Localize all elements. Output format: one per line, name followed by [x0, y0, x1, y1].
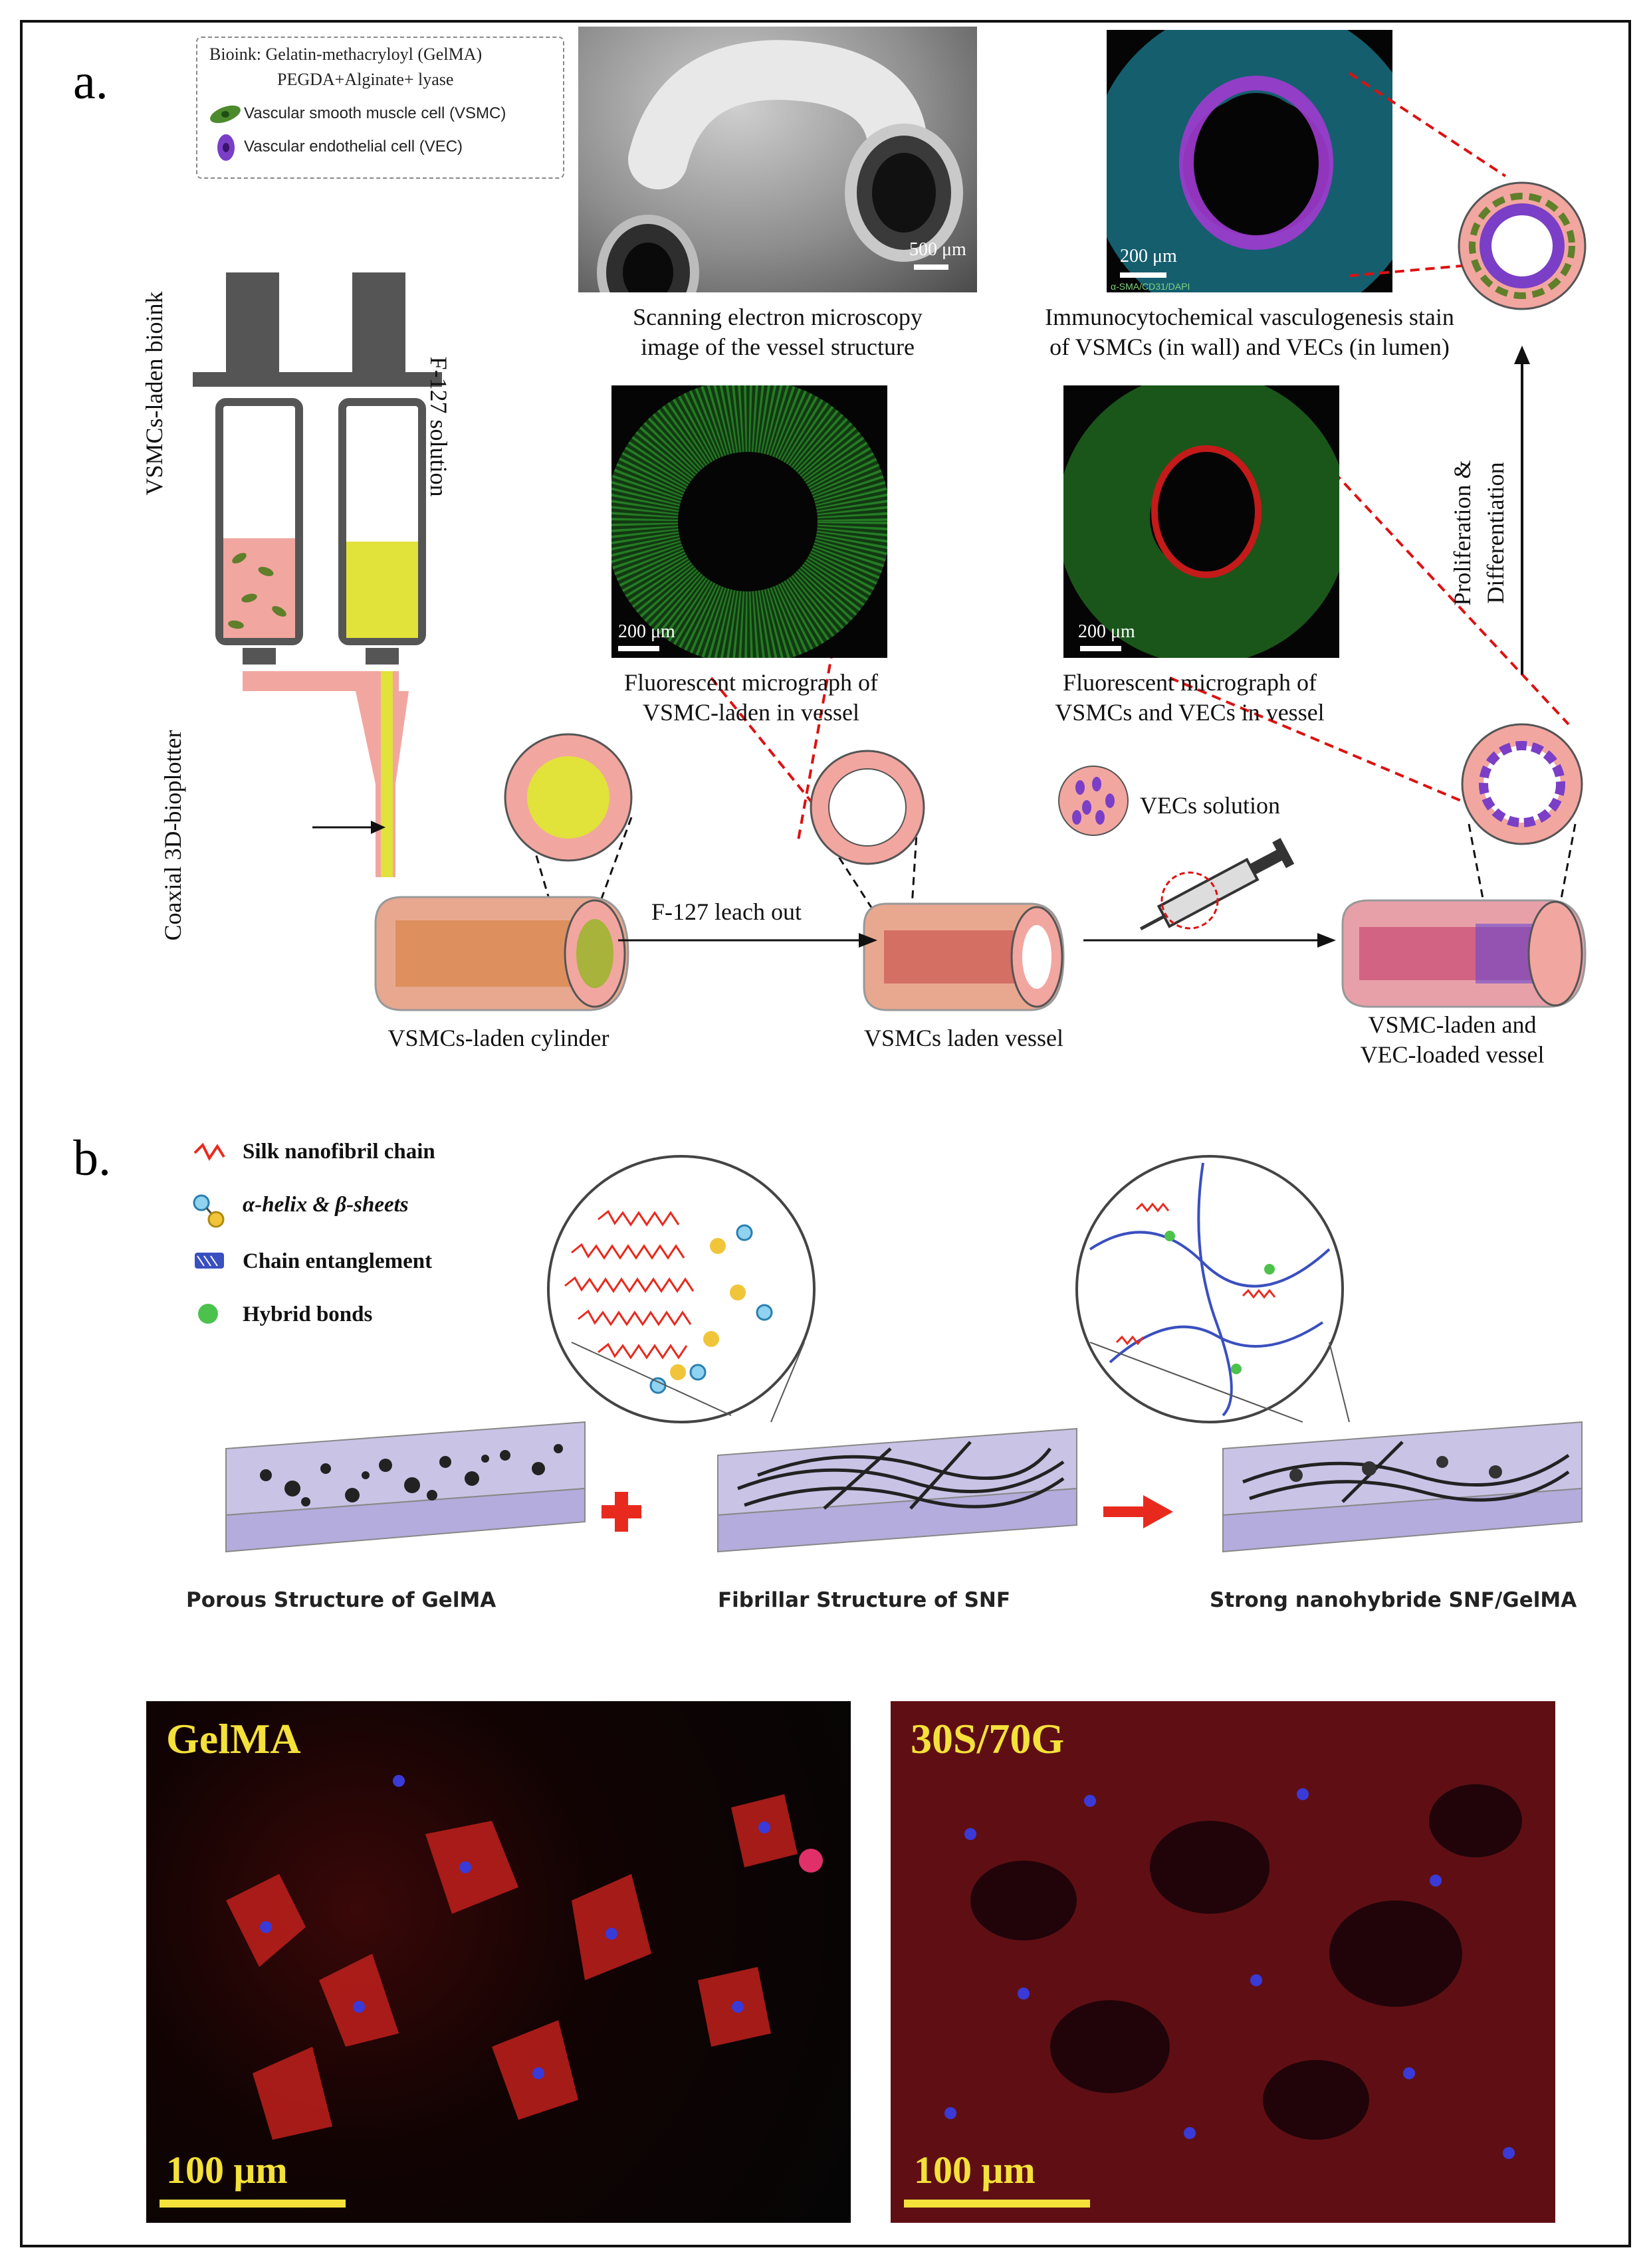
snf-chain-icon: [193, 1142, 225, 1161]
panel-b-legend-icons: [193, 1142, 225, 1324]
injection-syringe-icon: [1139, 838, 1295, 931]
gelma-slab: [225, 1421, 586, 1553]
entanglement-icon: [195, 1253, 224, 1269]
final-cross-section-top: [1458, 181, 1587, 310]
coaxial-syringes: [193, 272, 442, 877]
sem-scale-text: 500 μm: [909, 239, 966, 260]
figure-frame: [20, 20, 1631, 2247]
fluor2-scale-text: 200 μm: [1078, 621, 1135, 642]
fluor-vsmc-ring: [611, 385, 887, 658]
vecs-solution-label: VECs solution: [1140, 792, 1281, 819]
inject-arrow: [1083, 933, 1336, 948]
vec-cell-icon: [217, 134, 235, 161]
gelma-image-label: GelMA: [166, 1715, 301, 1762]
fluor-vsmc-vec-ring: [1063, 385, 1339, 658]
gelma-caption: Porous Structure of GelMA: [186, 1588, 496, 1612]
sem-scalebar: [914, 264, 948, 270]
arrow-right-icon: [1103, 1495, 1173, 1528]
vessel-cross-section: [810, 750, 925, 865]
hybrid-zoom-circle: [1075, 1155, 1344, 1423]
sem-caption-1: Scanning electron microscopy: [633, 304, 923, 330]
vsmc-vessel: [863, 902, 1065, 1011]
fluor1-caption-1: Fluorescent micrograph of: [624, 669, 878, 696]
legend-vec: Vascular endothelial cell (VEC): [244, 138, 463, 155]
gelma-scale-text: 100 μm: [166, 2148, 288, 2192]
fluor2-caption-2: VSMCs and VECs in vessel: [1055, 699, 1325, 726]
fluor2-caption-1: Fluorescent micrograph of: [1063, 669, 1317, 696]
final-label-1: VSMC-laden and: [1368, 1011, 1537, 1038]
plus-icon: [602, 1492, 641, 1532]
fluor1-scalebar: [618, 646, 659, 651]
final-label-2: VEC-loaded vessel: [1360, 1041, 1545, 1068]
fluor2-scalebar: [1080, 646, 1121, 651]
immuno-scalebar: [1120, 272, 1166, 278]
proliferation-arrow: [1514, 346, 1530, 674]
legend-bioink-line2: PEGDA+Alginate+ lyase: [277, 70, 454, 89]
immuno-scale-text: 200 μm: [1120, 246, 1177, 266]
sem-image: 500 μm: [578, 27, 977, 292]
fluor-vsmc-image: 200 μm: [611, 385, 887, 658]
helix-sheet-icon: [193, 1194, 225, 1228]
hybrid-scalebar: [904, 2200, 1090, 2208]
gelma-fluorescence-image: GelMA 100 μm: [146, 1701, 851, 2223]
gelma-scalebar: [160, 2200, 346, 2208]
vessel-label: VSMCs laden vessel: [864, 1025, 1063, 1051]
vecs-solution-drop: [1058, 766, 1129, 836]
hybrid-bond-icon: [198, 1304, 218, 1324]
fluor-vsmc-vec-image: 200 μm: [1063, 385, 1339, 658]
sem-caption-2: image of the vessel structure: [641, 334, 915, 360]
immuno-image: 200 μm α-SMA/CD31/DAPI: [1107, 30, 1392, 292]
syringe-plungers: [193, 272, 442, 387]
legend-vsmc: Vascular smooth muscle cell (VSMC): [244, 104, 506, 122]
immuno-ring: [1107, 30, 1392, 292]
fluor1-scale-text: 200 μm: [618, 621, 675, 642]
immuno-caption-2: of VSMCs (in wall) and VECs (in lumen): [1049, 334, 1450, 360]
snf-caption: Fibrillar Structure of SNF: [718, 1588, 1011, 1612]
panel-a-label: a.: [73, 54, 108, 110]
hybrid-caption: Strong nanohybride SNF/GelMA: [1210, 1588, 1577, 1612]
legend-entanglement: Chain entanglement: [243, 1249, 433, 1273]
gelma-cells: [226, 1775, 823, 2140]
snf-zoom-circle: [547, 1155, 816, 1423]
legend-helix: α-helix & β-sheets: [243, 1193, 409, 1217]
fluor1-caption-2: VSMC-laden in vessel: [643, 699, 859, 726]
leach-arrow: [618, 933, 877, 948]
panel-a-legend: Bioink: Gelatin-methacryloyl (GelMA) PEG…: [196, 37, 564, 179]
immuno-caption-1: Immunocytochemical vasculogenesis stain: [1045, 304, 1454, 330]
cylinder-cross-section: [504, 733, 633, 862]
final-vessel: [1341, 899, 1587, 1008]
legend-snf: Silk nanofibril chain: [243, 1140, 435, 1164]
immuno-stain-legend: α-SMA/CD31/DAPI: [1111, 281, 1190, 292]
legend-hybrid: Hybrid bonds: [243, 1302, 373, 1326]
hybrid-cells: [891, 1701, 1555, 2223]
leach-label: F-127 leach out: [651, 898, 802, 925]
cylinder-label: VSMCs-laden cylinder: [387, 1025, 609, 1051]
final-cross-section-bottom: [1461, 723, 1583, 845]
hybrid-fluorescence-image: 30S/70G 100 μm: [891, 1701, 1555, 2223]
snf-slab: [717, 1427, 1077, 1553]
legend-bioink-line1: Bioink: Gelatin-methacryloyl (GelMA): [209, 45, 483, 64]
hybrid-scale-text: 100 μm: [914, 2148, 1036, 2192]
hybrid-image-label: 30S/70G: [911, 1715, 1065, 1762]
coaxial-arrow: [312, 821, 385, 834]
vsmc-cell-icon: [210, 105, 241, 124]
vsmc-cylinder: [374, 896, 629, 1011]
sem-vessel-drawing: [597, 40, 963, 292]
hybrid-slab: [1222, 1421, 1583, 1553]
panel-b-label: b.: [73, 1130, 111, 1186]
zoom-connectors: [571, 1342, 1350, 1423]
